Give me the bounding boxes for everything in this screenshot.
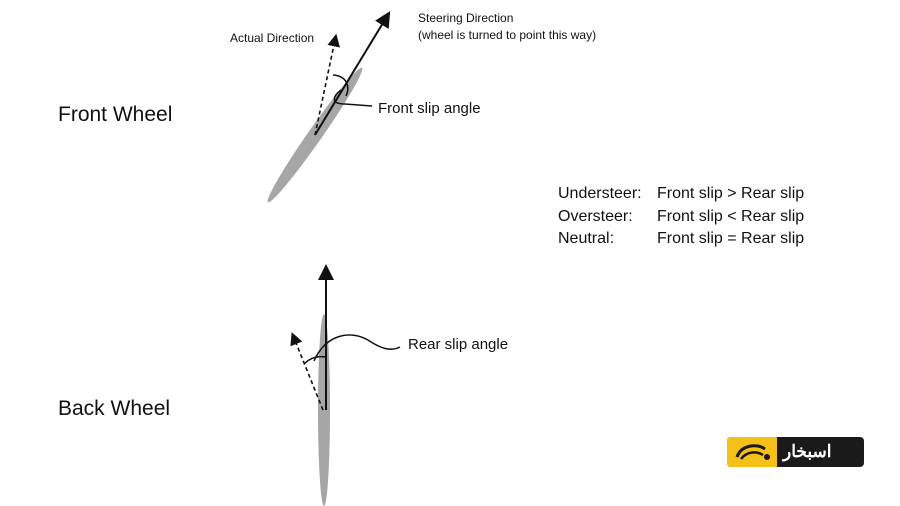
front-actual-arrow xyxy=(314,33,340,136)
actual-direction-label: Actual Direction xyxy=(230,31,315,45)
rear-slip-angle-label: Rear slip angle xyxy=(408,336,509,353)
front-slip-leader xyxy=(333,89,373,107)
brand-logo: اسبخار xyxy=(727,437,864,467)
back-wheel-label: Back Wheel xyxy=(58,397,171,420)
logo-mark-icon xyxy=(727,437,777,467)
back-actual-arrow xyxy=(290,332,324,411)
front-slip-arc xyxy=(332,74,349,97)
front-steering-arrow xyxy=(314,11,391,136)
front-slip-angle-label: Front slip angle xyxy=(378,100,481,117)
rear-slip-leader xyxy=(313,334,401,362)
rule-name: Understeer: xyxy=(558,185,642,202)
rule-relation: Front slip = Rear slip xyxy=(657,230,805,247)
rule-relation: Front slip > Rear slip xyxy=(657,185,805,202)
logo-text: اسبخار xyxy=(783,442,832,461)
steering-note-label: (wheel is turned to point this way) xyxy=(418,28,597,42)
rule-name: Neutral: xyxy=(558,230,615,247)
steering-direction-label: Steering Direction xyxy=(418,11,514,25)
rule-name: Oversteer: xyxy=(558,208,633,225)
front-wheel-label: Front Wheel xyxy=(58,103,173,126)
rule-relation: Front slip < Rear slip xyxy=(657,208,805,225)
